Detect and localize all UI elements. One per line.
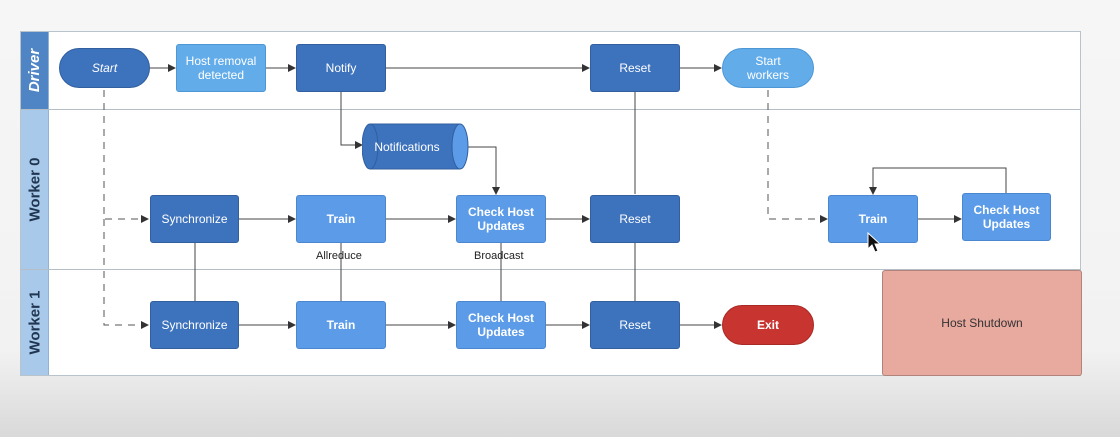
exit-label: Exit xyxy=(756,318,779,332)
worker0-reset-node[interactable]: Reset xyxy=(590,195,680,243)
worker0-reset-label: Reset xyxy=(619,212,651,226)
notifications-store[interactable] xyxy=(362,123,470,171)
host-removal-label: Host removal detected xyxy=(185,54,257,82)
driver-reset-label: Reset xyxy=(619,61,651,75)
lane-header-worker1: Worker 1 xyxy=(21,270,49,375)
worker1-train-label: Train xyxy=(326,318,356,332)
worker1-reset-node[interactable]: Reset xyxy=(590,301,680,349)
start-label: Start xyxy=(91,61,118,75)
start-workers-label: Start workers xyxy=(746,54,789,82)
worker0-synchronize-node[interactable]: Synchronize xyxy=(150,195,239,243)
exit-node[interactable]: Exit xyxy=(722,305,814,345)
host-shutdown-box[interactable]: Host Shutdown xyxy=(882,270,1082,376)
mouse-pointer-icon xyxy=(867,232,882,253)
notifications-label: Notifications xyxy=(374,139,440,154)
worker0-check-host-updates-2-label: Check Host Updates xyxy=(973,203,1040,231)
worker1-synchronize-node[interactable]: Synchronize xyxy=(150,301,239,349)
host-removal-detected-node[interactable]: Host removal detected xyxy=(176,44,266,92)
worker0-train-node[interactable]: Train xyxy=(296,195,386,243)
worker0-train-label: Train xyxy=(326,212,356,226)
worker0-check-host-updates-2-node[interactable]: Check Host Updates xyxy=(962,193,1051,241)
worker1-check-host-updates-node[interactable]: Check Host Updates xyxy=(456,301,546,349)
notify-node[interactable]: Notify xyxy=(296,44,386,92)
start-workers-node[interactable]: Start workers xyxy=(722,48,814,88)
worker1-check-host-updates-label: Check Host Updates xyxy=(467,311,535,339)
notify-label: Notify xyxy=(325,61,357,75)
driver-reset-node[interactable]: Reset xyxy=(590,44,680,92)
lane-divider xyxy=(21,109,1081,110)
worker0-check-host-updates-label: Check Host Updates xyxy=(467,205,535,233)
worker0-train-2-label: Train xyxy=(858,212,888,226)
allreduce-label: Allreduce xyxy=(316,250,362,262)
lane-header-worker0: Worker 0 xyxy=(21,110,49,269)
worker1-train-node[interactable]: Train xyxy=(296,301,386,349)
worker0-synchronize-label: Synchronize xyxy=(161,212,228,226)
host-shutdown-label: Host Shutdown xyxy=(941,316,1023,330)
notifications-label-wrap: Notifications xyxy=(366,124,448,169)
lane-header-driver: Driver xyxy=(21,32,49,109)
worker1-reset-label: Reset xyxy=(619,318,651,332)
worker0-check-host-updates-node[interactable]: Check Host Updates xyxy=(456,195,546,243)
worker1-synchronize-label: Synchronize xyxy=(161,318,228,332)
lane-divider xyxy=(21,269,1081,270)
start-node[interactable]: Start xyxy=(59,48,150,88)
broadcast-label: Broadcast xyxy=(474,250,524,262)
